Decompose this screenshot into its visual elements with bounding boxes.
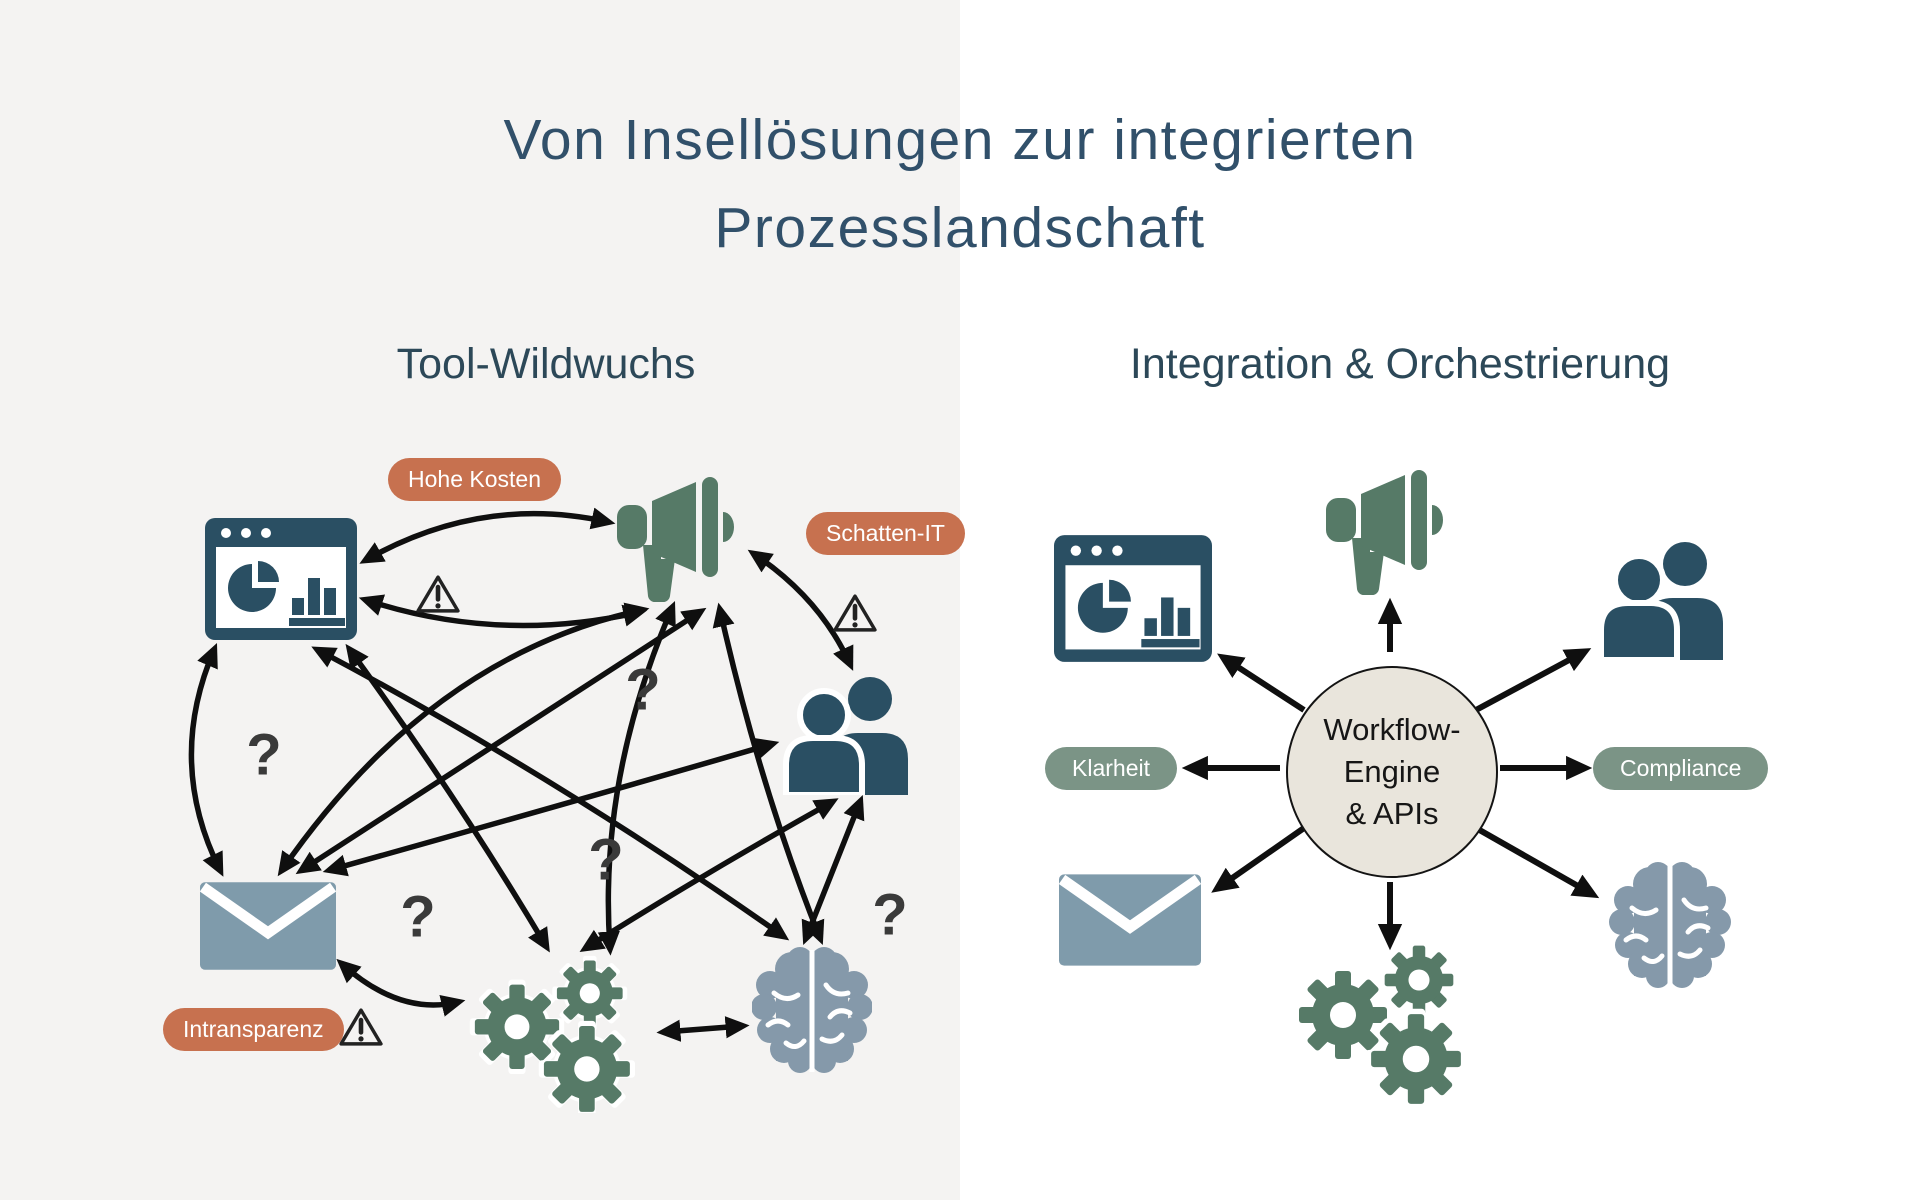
dashboard-icon [1054, 535, 1212, 662]
badge-intransparenz: Intransparenz [163, 1008, 344, 1051]
email-icon [200, 882, 336, 970]
left-panel-heading: Tool-Wildwuchs [396, 340, 696, 388]
question-mark: ? [246, 722, 282, 788]
page-title-line1: Von Insellösungen zur integrierten [503, 108, 1417, 172]
gears-icon [467, 955, 657, 1113]
brain-icon [1608, 860, 1732, 995]
email-icon [1059, 874, 1201, 966]
warning-icon [832, 592, 878, 634]
badge-schatten-it: Schatten-IT [806, 512, 965, 555]
page-title: Von Insellösungen zur integrierten Proze… [0, 96, 1920, 272]
hub-label-line2: Engine [1343, 754, 1441, 789]
chaos-arrows [188, 507, 865, 1042]
dashboard-icon [205, 518, 357, 640]
brain-icon [752, 945, 872, 1080]
megaphone-icon [617, 477, 734, 602]
question-mark: ? [625, 657, 661, 723]
right-panel-heading: Integration & Orchestrierung [1129, 340, 1671, 388]
warning-icon [415, 573, 461, 615]
workflow-engine-hub: Workflow- Engine & APIs [1286, 666, 1498, 878]
badge-klarheit: Klarheit [1045, 747, 1177, 790]
badge-hohe-kosten: Hohe Kosten [388, 458, 561, 501]
page-title-line2: Prozesslandschaft [714, 196, 1206, 260]
hub-arrows [1181, 597, 1600, 951]
hub-label-line1: Workflow- [1323, 712, 1461, 747]
warning-icon [338, 1006, 384, 1048]
badge-compliance: Compliance [1593, 747, 1769, 790]
gears-icon [1295, 940, 1485, 1105]
question-mark: ? [872, 882, 908, 948]
question-mark: ? [400, 884, 436, 950]
question-mark: ? [588, 827, 624, 893]
hub-label-line3: & APIs [1345, 796, 1439, 831]
team-icon [1597, 538, 1733, 660]
megaphone-icon [1326, 470, 1443, 595]
team-icon [782, 673, 918, 795]
